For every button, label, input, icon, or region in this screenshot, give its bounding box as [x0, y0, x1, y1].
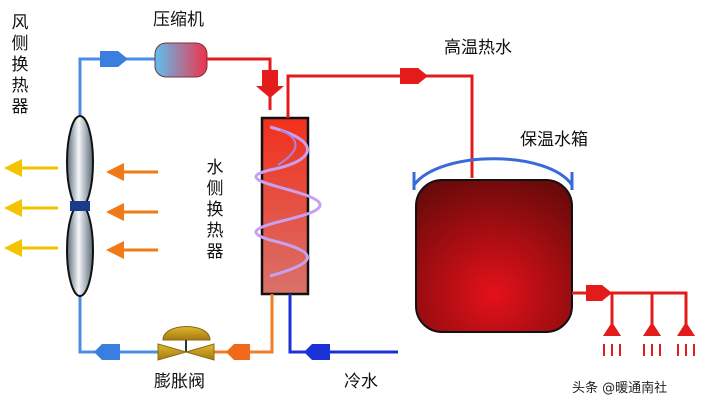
- cold-water-pipe: [288, 294, 398, 354]
- water-side-hx-label: 水侧换热器: [206, 158, 224, 262]
- flow-arrow-to-compressor: [100, 51, 128, 67]
- compressor-label: 压缩机: [153, 10, 204, 30]
- air-side-fan: [66, 115, 94, 297]
- expansion-valve: [157, 326, 215, 361]
- air-side-hx-label: 风侧换热器: [11, 13, 29, 117]
- water-side-heat-exchanger: [254, 116, 322, 296]
- flow-arrow-cold-water: [304, 344, 330, 360]
- flow-arrow-tap-supply: [586, 285, 612, 301]
- exhaust-air-arrows: [4, 159, 58, 257]
- water-spray: [603, 344, 695, 356]
- watermark: 头条 @暖通南社: [572, 381, 668, 396]
- insulated-water-tank: [412, 157, 574, 333]
- expansion-valve-label: 膨胀阀: [154, 372, 205, 392]
- flow-arrow-liquid-line: [226, 344, 250, 360]
- refrigerant-low-side-pipe: [78, 57, 160, 354]
- intake-air-arrows: [106, 163, 158, 259]
- compressor: [154, 42, 208, 78]
- flow-arrow-hot-water: [400, 68, 428, 84]
- discharge-pipe: [207, 57, 272, 110]
- liquid-line-pipe: [214, 294, 274, 354]
- tap-outlets: [610, 291, 688, 326]
- hot-water-label: 高温热水: [444, 38, 512, 58]
- tank-label: 保温水箱: [520, 130, 588, 150]
- cold-water-label: 冷水: [344, 372, 378, 392]
- hot-water-pipe: [286, 74, 474, 178]
- flow-arrow-to-air-hx: [94, 344, 120, 360]
- shower-heads: [603, 322, 695, 336]
- flow-arrow-discharge: [256, 70, 284, 98]
